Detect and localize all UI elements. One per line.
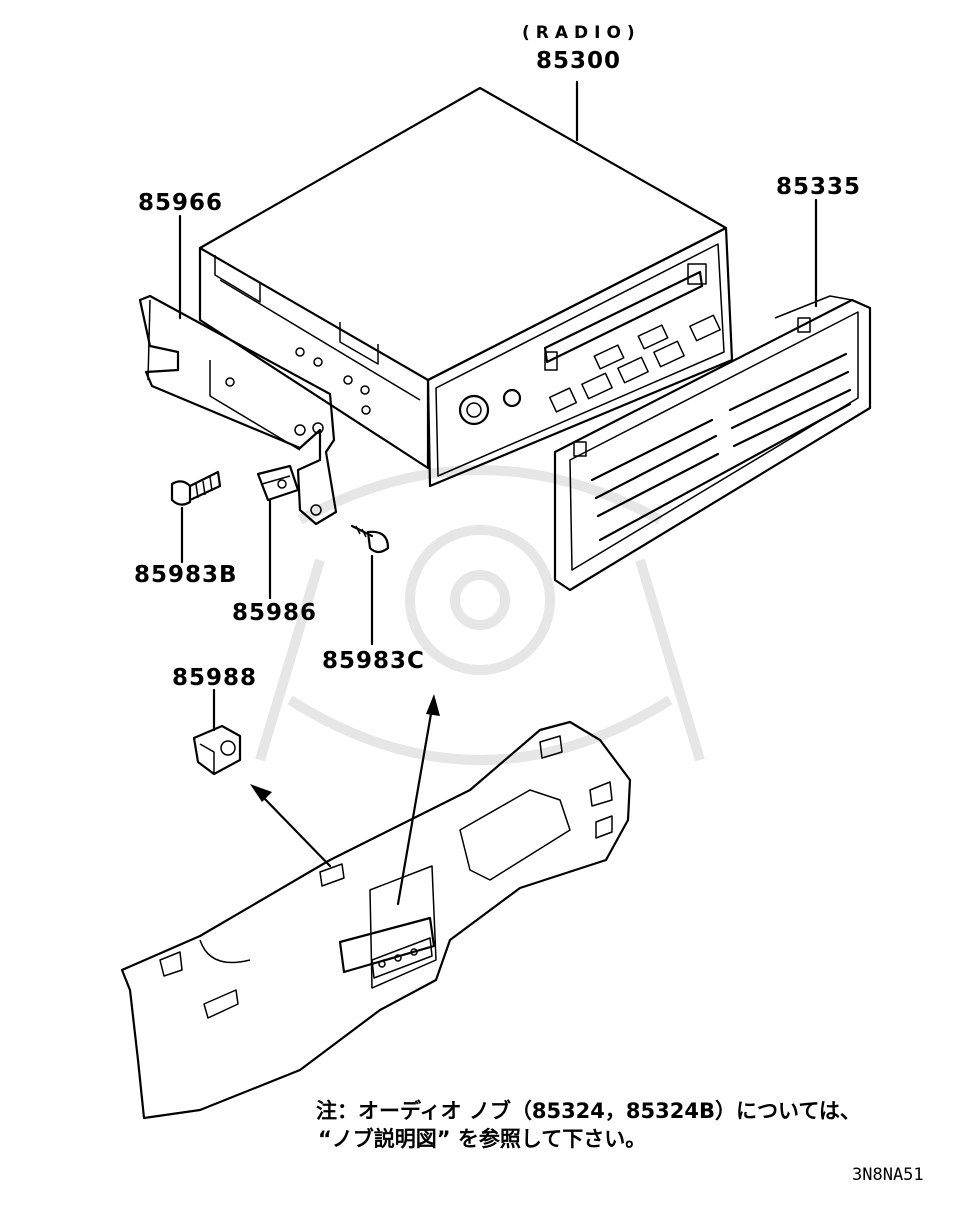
note-line-1: 注：オーディオ ノブ（85324，85324B）については、 — [316, 1099, 861, 1123]
label-85988: 85988 — [172, 665, 257, 691]
mounting-bracket — [138, 294, 338, 526]
front-panel — [553, 295, 872, 592]
nut-85988 — [192, 724, 242, 776]
note-line-2: “ノブ説明図” を参照して下さい。 — [318, 1127, 646, 1151]
screw-85983c — [350, 524, 390, 554]
clip-85986 — [256, 464, 300, 502]
label-85335: 85335 — [776, 174, 861, 200]
label-85983c: 85983C — [322, 648, 425, 674]
label-85300: 85300 — [536, 48, 621, 74]
label-radio-caption: (RADIO) — [522, 23, 641, 43]
radio-unit — [198, 86, 734, 488]
dashboard — [120, 720, 632, 1120]
bolt-85983b — [170, 470, 222, 506]
label-85983b: 85983B — [134, 562, 238, 588]
label-85966: 85966 — [138, 190, 223, 216]
leader-lines — [178, 80, 818, 906]
watermark — [255, 465, 705, 765]
diagram-code: 3N8NA51 — [852, 1165, 924, 1185]
label-85986: 85986 — [232, 600, 317, 626]
